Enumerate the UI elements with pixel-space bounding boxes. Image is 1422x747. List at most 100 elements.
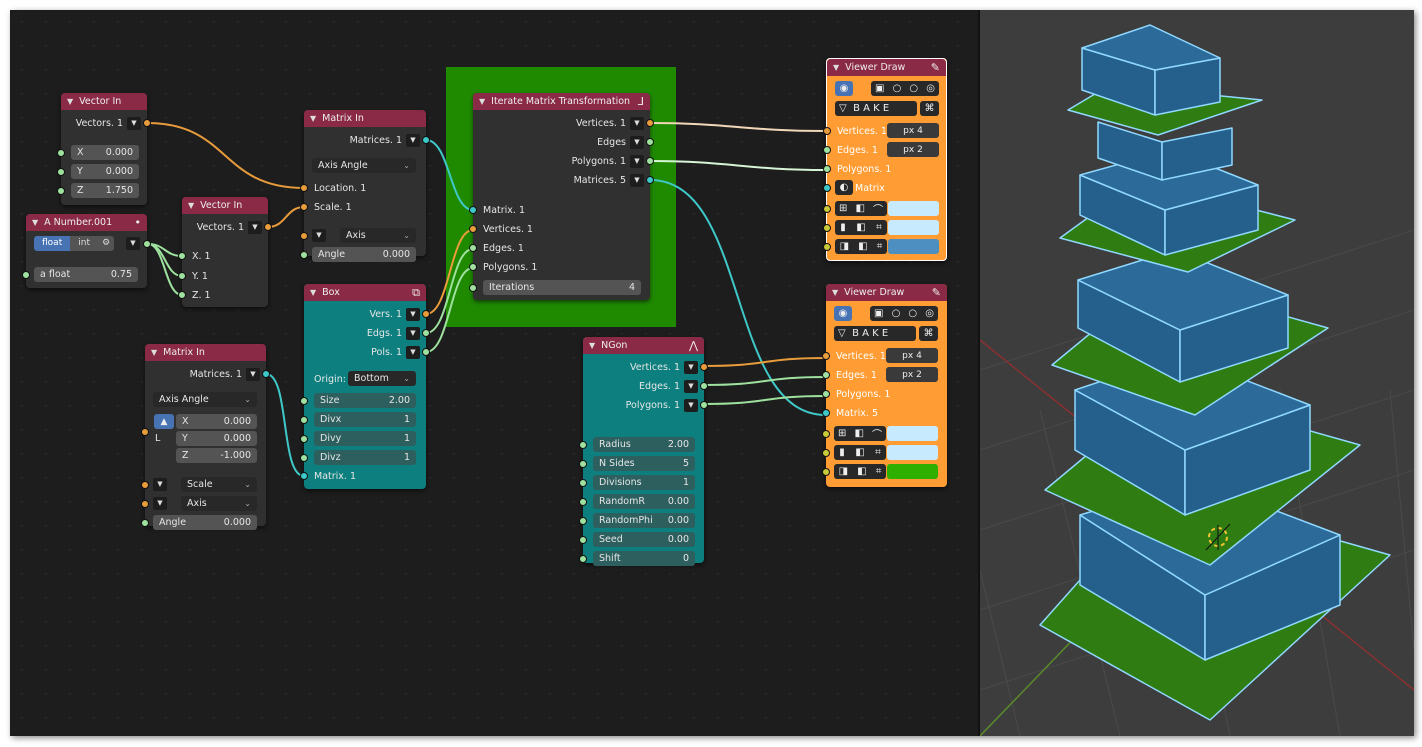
socket-out[interactable]: [422, 136, 430, 144]
mode-select[interactable]: Axis Angle⌄: [153, 392, 257, 407]
socket-out[interactable]: [646, 138, 654, 146]
vertex-size-field[interactable]: px 4: [887, 123, 939, 138]
dropdown-icon[interactable]: ▼: [684, 360, 698, 374]
node-header[interactable]: ▼Box⧉: [304, 284, 426, 301]
socket-in[interactable]: [822, 409, 830, 417]
socket-out[interactable]: [143, 240, 151, 248]
dropdown-icon[interactable]: ▼: [153, 478, 167, 491]
mode-float[interactable]: float: [34, 236, 71, 251]
socket-in[interactable]: [300, 203, 308, 211]
socket-out[interactable]: [422, 329, 430, 337]
socket-in[interactable]: [141, 519, 149, 527]
socket-in[interactable]: [579, 536, 587, 544]
collapse-icon[interactable]: ▼: [589, 341, 596, 350]
socket-in[interactable]: [823, 243, 831, 251]
node-header[interactable]: ▼NGon⋀: [583, 337, 704, 354]
node-header[interactable]: ▼Viewer Draw✎: [827, 59, 946, 76]
dropdown-icon[interactable]: ▼: [630, 154, 644, 168]
link-icon[interactable]: ⌗: [875, 447, 881, 458]
display-mode-icons[interactable]: ▣○○◎: [871, 81, 939, 96]
link-icon[interactable]: ⌗: [875, 466, 882, 477]
dropdown-icon[interactable]: ▼: [630, 116, 644, 130]
link-icon[interactable]: ⌗: [876, 241, 883, 252]
vertex-color-swatch[interactable]: [887, 426, 938, 441]
grid-icon[interactable]: ⊞: [839, 203, 848, 214]
socket-in[interactable]: [823, 224, 831, 232]
face-color-swatch[interactable]: [887, 464, 938, 479]
collapse-icon[interactable]: ▼: [833, 63, 840, 72]
node-header[interactable]: ▼A Number.001•: [26, 214, 147, 231]
node-matrix-in-2[interactable]: ▼Matrix In Matrices. 1▼ Axis Angle⌄ ▲ L …: [141, 344, 270, 530]
dropdown-icon[interactable]: ▼: [246, 367, 260, 381]
socket-in[interactable]: [178, 272, 186, 280]
socket-in[interactable]: [823, 165, 831, 173]
node-header[interactable]: ▼Vector In: [182, 197, 268, 214]
socket-out[interactable]: [646, 176, 654, 184]
socket-in[interactable]: [300, 472, 308, 480]
collapse-icon[interactable]: ▼: [67, 97, 74, 106]
collapse-icon[interactable]: ▼: [832, 288, 839, 297]
area-divider[interactable]: [978, 10, 980, 736]
dropdown-icon[interactable]: ▼: [248, 220, 262, 234]
caret-up-icon[interactable]: ▲: [154, 414, 174, 429]
edge-width-field[interactable]: px 2: [886, 367, 938, 382]
node-viewer-draw-1[interactable]: ▼Viewer Draw✎ ◉ ▣○○◎ ▽ B A K E ⌘ Vertice…: [823, 58, 947, 261]
socket-in[interactable]: [823, 205, 831, 213]
shade-icon[interactable]: ◧: [858, 241, 868, 252]
socket-out[interactable]: [422, 310, 430, 318]
circle-icon[interactable]: ○: [891, 308, 901, 319]
link-icon[interactable]: ⌗: [876, 222, 882, 233]
socket-in[interactable]: [300, 251, 308, 259]
dropdown-icon[interactable]: ▼: [406, 345, 420, 359]
matrix-icon[interactable]: ◐: [835, 180, 853, 195]
edge-color-swatch[interactable]: [888, 220, 939, 235]
collapse-icon[interactable]: ▼: [479, 97, 486, 106]
socket-in[interactable]: [823, 146, 831, 154]
socket-in[interactable]: [579, 479, 587, 487]
curve-icon[interactable]: ⌒: [871, 430, 882, 441]
face-icon[interactable]: ◨: [839, 241, 850, 252]
socket-in[interactable]: [300, 454, 308, 462]
face-color-swatch[interactable]: [888, 239, 939, 254]
pencil-icon[interactable]: ✎: [931, 286, 941, 299]
socket-in[interactable]: [469, 263, 477, 271]
dropdown-icon[interactable]: ▼: [630, 135, 644, 149]
circle-icon[interactable]: ○: [909, 83, 919, 94]
socket-in[interactable]: [579, 498, 587, 506]
socket-in[interactable]: [822, 430, 830, 438]
axis-select[interactable]: Axis⌄: [181, 496, 257, 511]
socket-in[interactable]: [57, 149, 65, 157]
node-iterate-matrix[interactable]: ▼Iterate Matrix Transformation⅃ Vertices…: [469, 93, 654, 300]
dropdown-icon[interactable]: ▼: [126, 237, 140, 250]
node-header[interactable]: ▼Matrix In: [304, 110, 426, 127]
edge-display-icons[interactable]: ▮◧⌗: [834, 445, 886, 460]
socket-in[interactable]: [22, 271, 30, 279]
socket-in[interactable]: [469, 225, 477, 233]
dropdown-icon[interactable]: ▼: [684, 379, 698, 393]
settings-icon[interactable]: ⌘: [919, 326, 938, 341]
cube-icon[interactable]: ▣: [874, 308, 884, 319]
node-ngon[interactable]: ▼NGon⋀ Vertices. 1▼ Edges. 1▼ Polygons. …: [579, 337, 708, 566]
vertex-color-swatch[interactable]: [888, 201, 939, 216]
swirl-icon[interactable]: ◎: [925, 308, 934, 319]
shade-icon[interactable]: ◧: [856, 222, 866, 233]
socket-in[interactable]: [579, 517, 587, 525]
shade-icon[interactable]: ◧: [855, 447, 865, 458]
dropdown-icon[interactable]: ▼: [684, 398, 698, 412]
shade-icon[interactable]: ◧: [854, 428, 864, 439]
display-mode-icons[interactable]: ▣○○◎: [870, 306, 938, 321]
socket-out[interactable]: [646, 119, 654, 127]
swirl-icon[interactable]: ◎: [926, 83, 935, 94]
socket-in[interactable]: [141, 500, 149, 508]
